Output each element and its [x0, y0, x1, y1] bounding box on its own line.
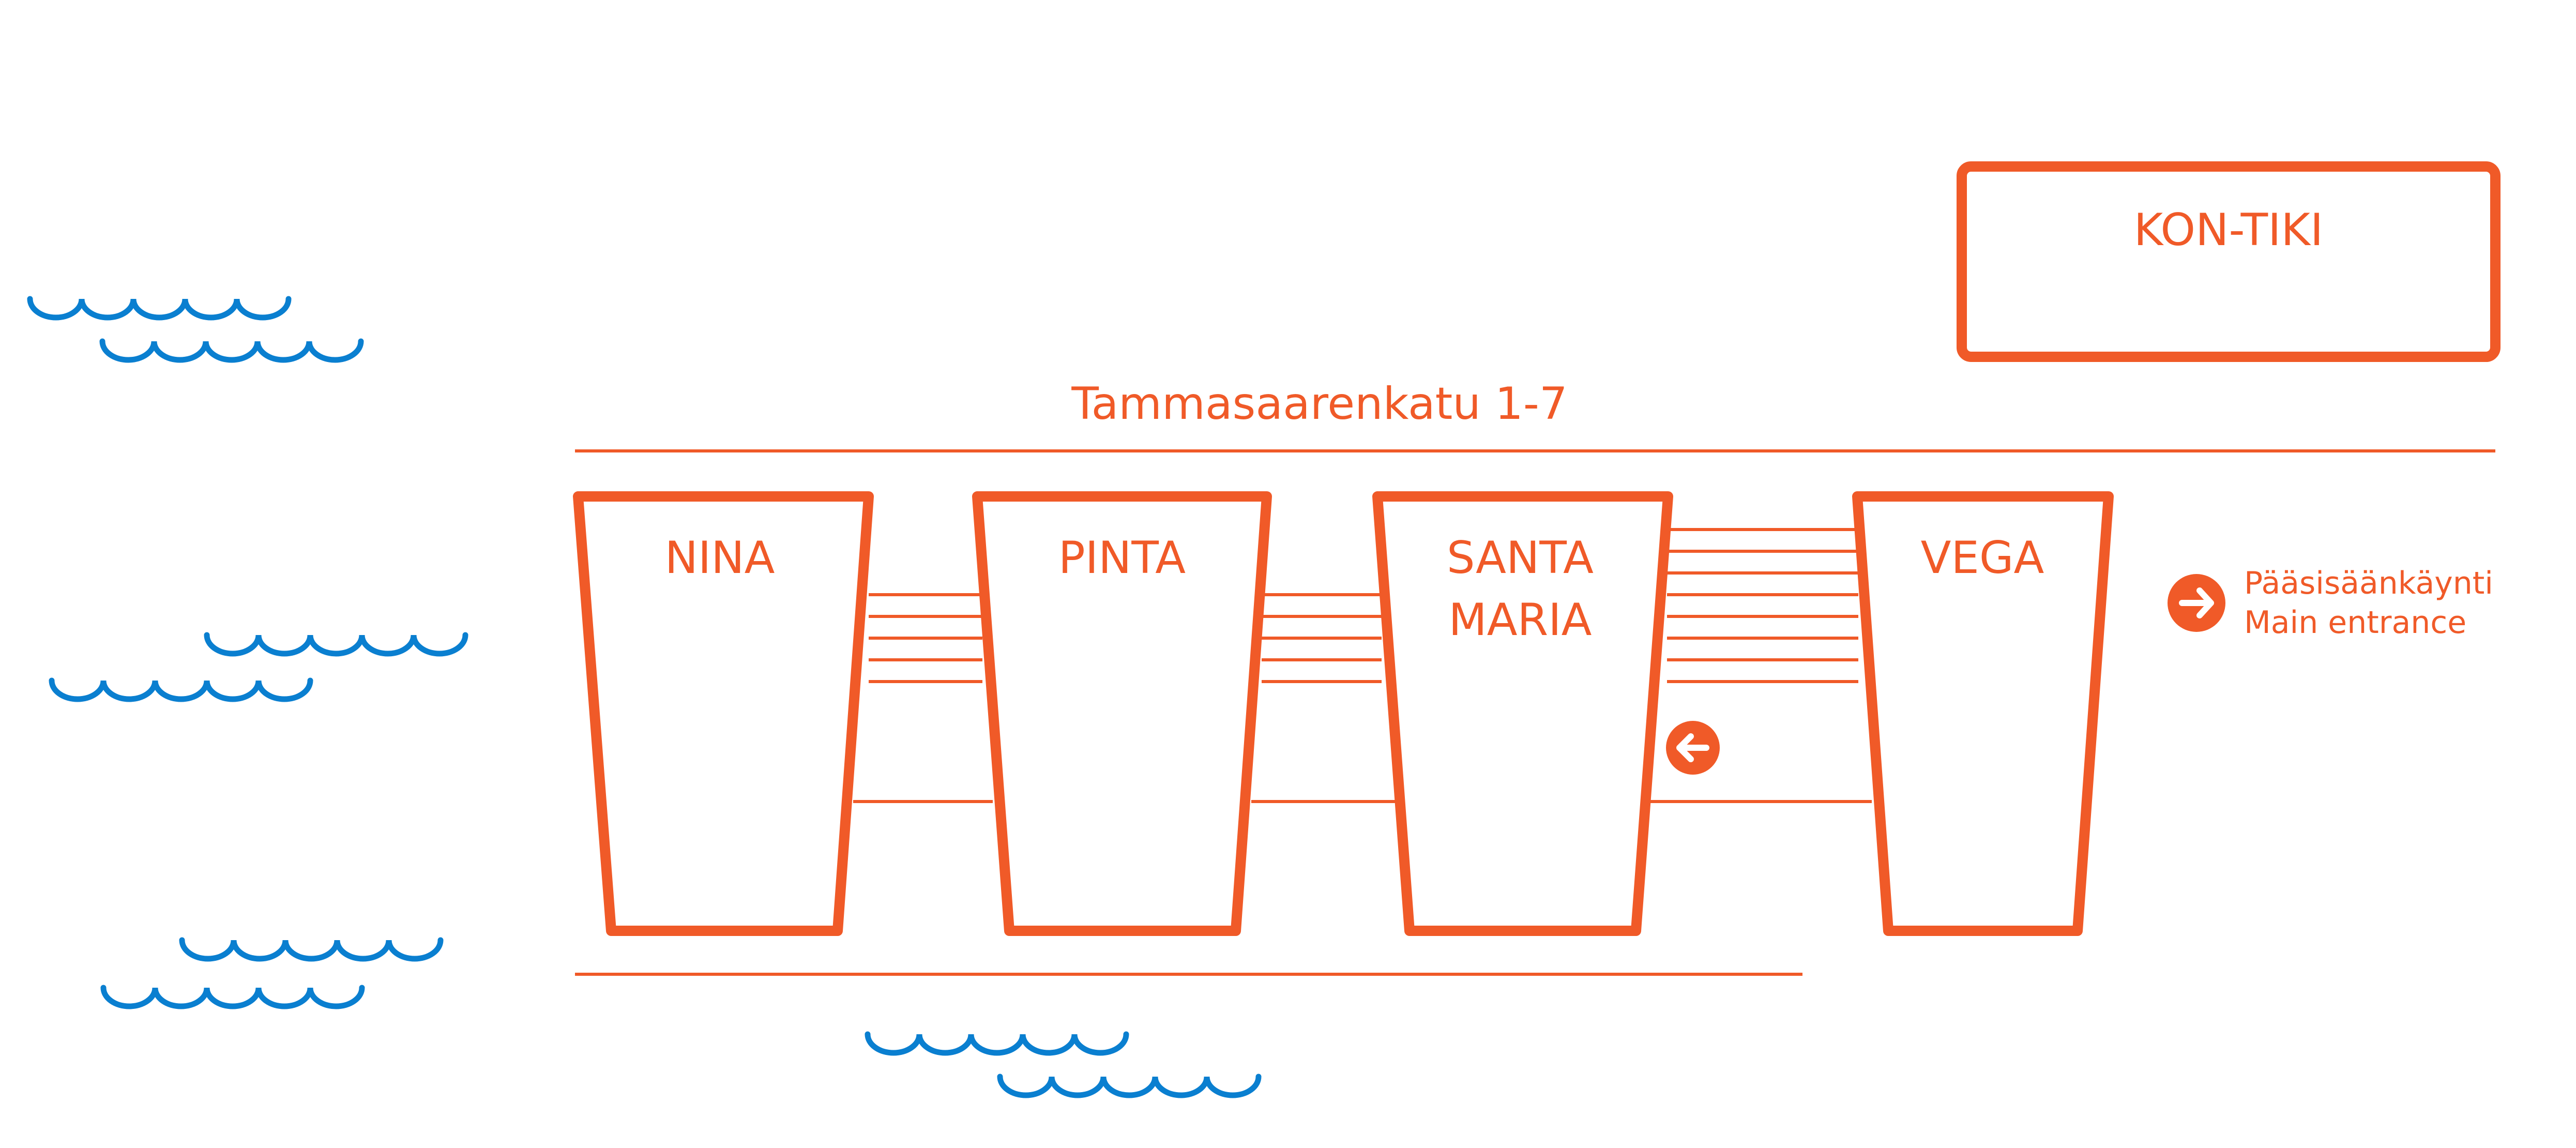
corridor-santamaria-vega	[1649, 528, 1872, 803]
waves-icon	[179, 937, 444, 962]
pinta-label: PINTA	[1058, 532, 1186, 584]
corridor-nina-pinta	[853, 593, 993, 803]
building-santa-maria[interactable]: SANTA MARIA	[1372, 491, 1673, 936]
street-label: Tammasaarenkatu 1-7	[1071, 378, 1567, 430]
main-entrance-label-en: Main entrance	[2244, 605, 2466, 641]
building-kontiki[interactable]: KON-TIKI	[1957, 161, 2501, 362]
corridor-pinta-santamaria	[1251, 593, 1396, 803]
santa-maria-outline	[1372, 491, 1673, 936]
waves-icon	[865, 1031, 1129, 1056]
waves-icon	[27, 296, 292, 321]
waves-icon	[997, 1074, 1262, 1098]
nina-label: NINA	[665, 532, 775, 584]
corridors	[853, 528, 1872, 803]
vega-outline	[1852, 491, 2114, 936]
building-pinta[interactable]: PINTA	[972, 491, 1272, 936]
waves-icon	[204, 632, 468, 657]
pinta-outline	[972, 491, 1272, 936]
waves-icon	[100, 985, 365, 1009]
kontiki-outline	[1957, 161, 2501, 362]
santa-maria-label-line1: SANTA	[1447, 532, 1594, 584]
kontiki-label: KON-TIKI	[2134, 204, 2324, 256]
arrow-left-circle-icon	[1666, 721, 1720, 775]
nina-outline	[573, 491, 874, 936]
main-entrance-label-fi: Pääsisäänkäynti	[2244, 565, 2493, 601]
waves-icon	[99, 338, 364, 363]
vega-label: VEGA	[1921, 532, 2044, 584]
waves-icon	[49, 677, 313, 702]
arrow-right-circle-icon	[2168, 574, 2225, 632]
building-nina[interactable]: NINA	[573, 491, 874, 936]
water-waves	[27, 296, 1262, 1098]
santa-maria-label-line2: MARIA	[1449, 594, 1592, 646]
main-entrance[interactable]: Pääsisäänkäynti Main entrance	[2168, 565, 2493, 641]
building-vega[interactable]: VEGA	[1852, 491, 2114, 936]
